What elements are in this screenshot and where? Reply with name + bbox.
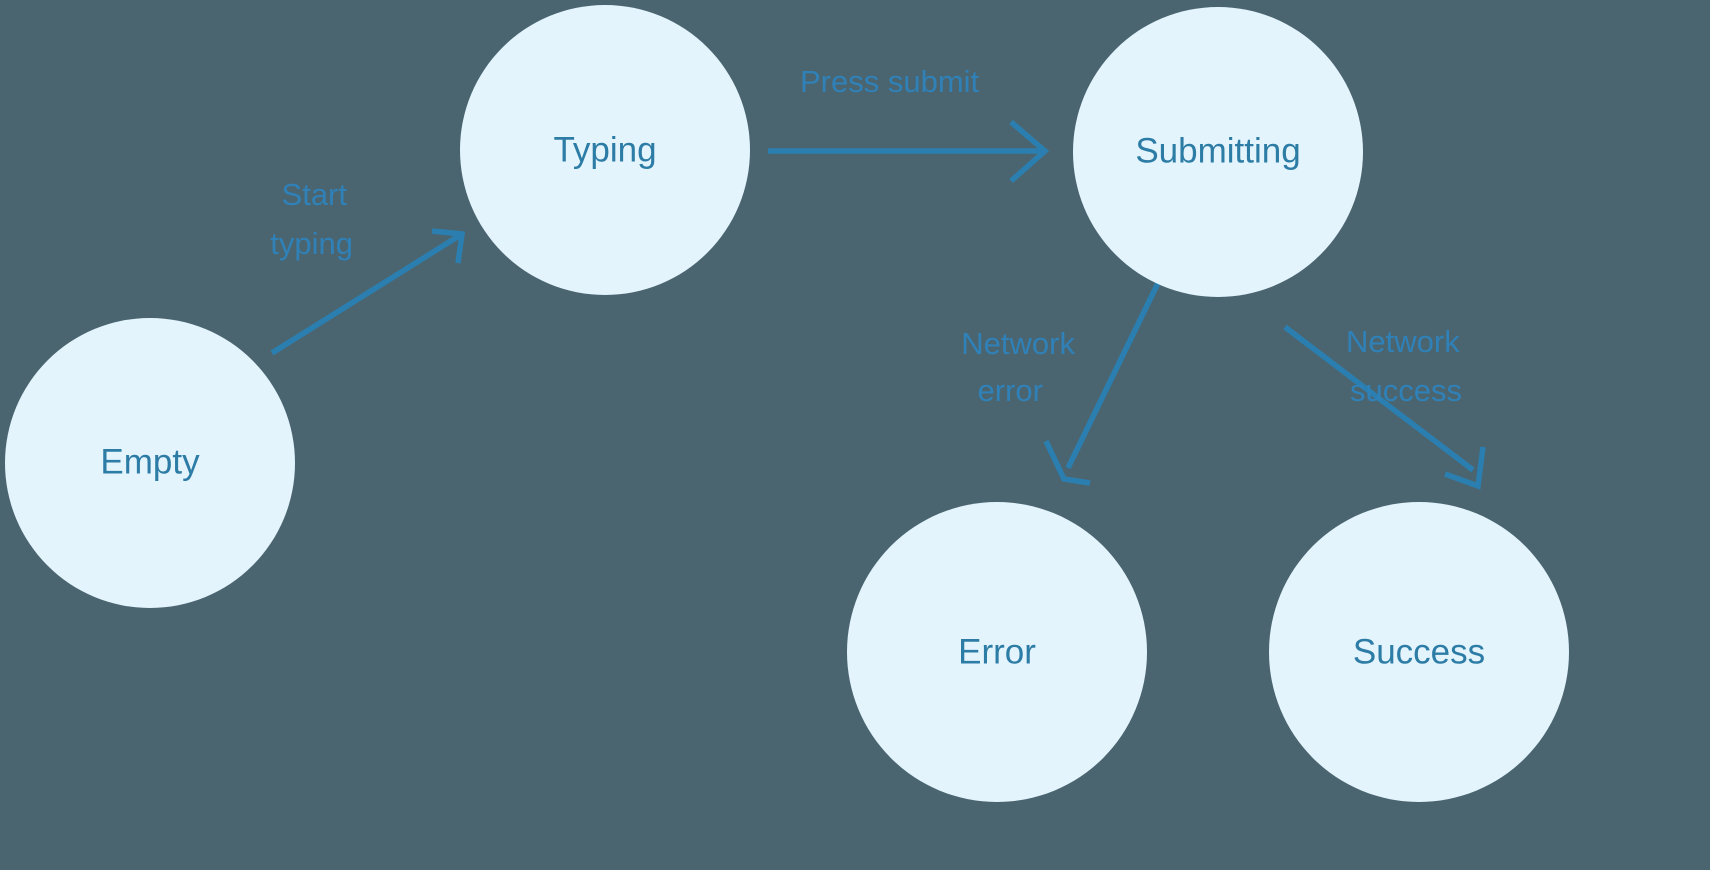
node-error-label: Error [958, 632, 1036, 671]
edge-submitting-to-error-arrowhead [1043, 439, 1091, 486]
node-submitting-circle [1073, 7, 1363, 297]
node-typing-circle [460, 5, 750, 295]
edge-label-submitting-to-success-line2: success [1350, 373, 1462, 408]
node-success-circle [1269, 502, 1569, 802]
edge-empty-to-typing-line [270, 231, 464, 356]
node-submitting-label: Submitting [1135, 131, 1300, 170]
edge-label-empty-to-typing: Start typing [270, 177, 353, 261]
edge-label-submitting-to-error: Network error [961, 326, 1075, 408]
edge-label-typing-to-submitting-line1: Press submit [800, 64, 980, 99]
edge-empty-to-typing[interactable] [270, 228, 466, 356]
edge-label-empty-to-typing-line2: typing [270, 226, 353, 261]
edge-label-submitting-to-error-line1: Network [961, 326, 1075, 361]
edge-label-typing-to-submitting: Press submit [800, 64, 980, 99]
node-success-label: Success [1353, 632, 1485, 671]
node-typing-label: Typing [553, 130, 656, 169]
edge-empty-to-typing-arrowhead [431, 228, 466, 264]
node-empty-circle [5, 318, 295, 608]
edge-typing-to-submitting[interactable] [768, 119, 1050, 184]
node-success[interactable]: Success [1269, 502, 1569, 802]
edge-submitting-to-success-arrowhead [1444, 446, 1486, 490]
node-empty-label: Empty [100, 442, 200, 481]
edge-submitting-to-error[interactable] [1043, 281, 1161, 486]
edge-submitting-to-error-line [1065, 281, 1161, 470]
edge-label-submitting-to-error-line2: error [978, 373, 1043, 408]
node-empty[interactable]: Empty [5, 318, 295, 608]
node-error-circle [847, 502, 1147, 802]
edge-label-submitting-to-success: Network success [1346, 324, 1462, 408]
edge-submitting-to-success[interactable] [1283, 324, 1486, 490]
node-typing[interactable]: Typing [460, 5, 750, 295]
node-submitting[interactable]: Submitting [1073, 7, 1363, 297]
edge-label-empty-to-typing-line1: Start [282, 177, 348, 212]
edge-submitting-to-success-line [1283, 324, 1475, 473]
edge-label-submitting-to-success-line1: Network [1346, 324, 1460, 359]
edge-typing-to-submitting-arrowhead [1009, 119, 1050, 184]
node-error[interactable]: Error [847, 502, 1147, 802]
